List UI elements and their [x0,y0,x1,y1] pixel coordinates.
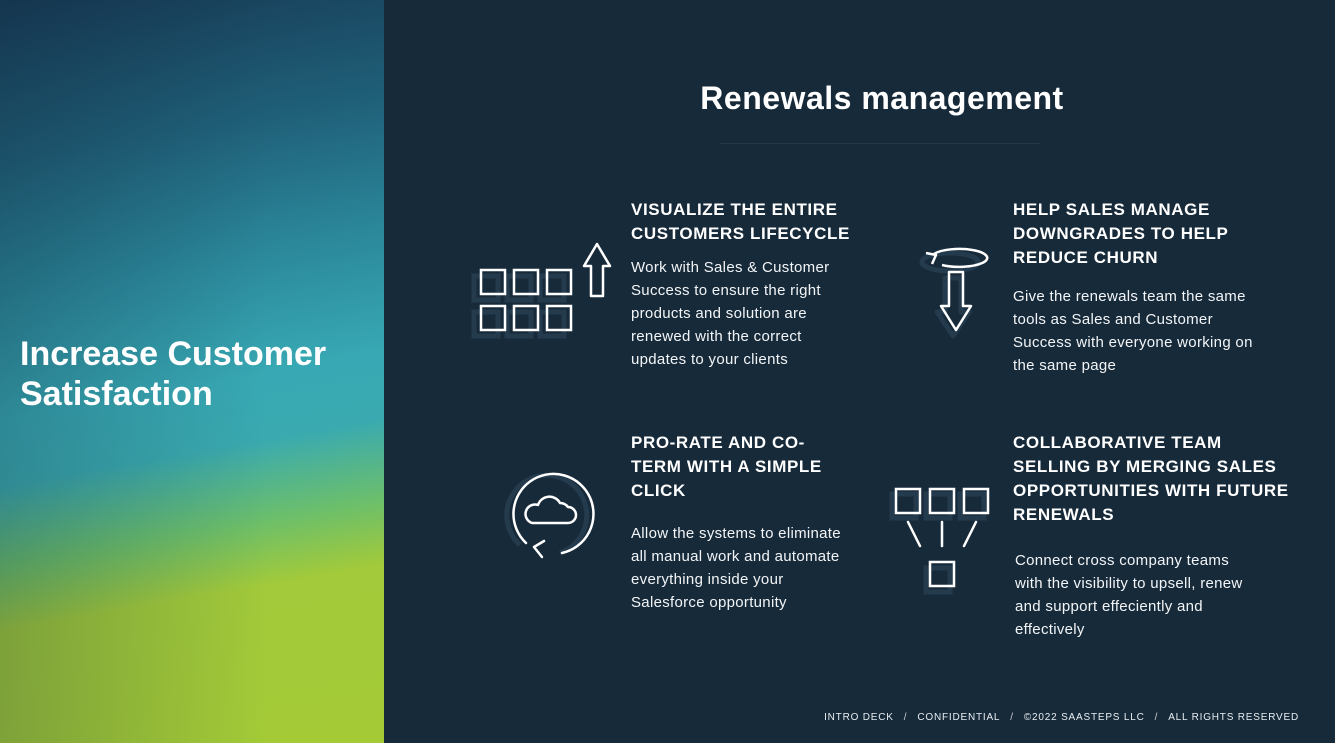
footer-item-intro-deck: INTRO DECK [824,712,894,723]
page-title: Renewals management [700,80,1064,116]
title-divider [720,143,1040,144]
footer: INTRO DECK / CONFIDENTIAL / ©2022 SAASTE… [824,712,1299,723]
feature-body-downgrades: Give the renewals team the same tools as… [1013,288,1253,374]
section-title: Increase Customer Satisfaction [20,335,327,413]
cycle-arrow-down-icon [919,247,989,339]
footer-item-rights: ALL RIGHTS RESERVED [1168,712,1299,723]
feature-heading-prorate: PRO-RATE AND CO-TERM WITH A SIMPLE CLICK [631,433,822,500]
footer-separator: / [903,712,908,723]
grid-arrow-up-icon [471,242,612,339]
feature-body-lifecycle: Work with Sales & Customer Success to en… [631,259,830,368]
footer-item-confidential: CONFIDENTIAL [917,712,1001,723]
feature-heading-collaborative: COLLABORATIVE TEAM SELLING BY MERGING SA… [1013,433,1289,524]
merge-boxes-icon [889,487,990,595]
feature-body-prorate: Allow the systems to eliminate all manua… [631,525,841,611]
feature-body-collaborative: Connect cross company teams with the vis… [1015,552,1243,638]
footer-item-copyright: ©2022 SAASTEPS LLC [1023,712,1145,723]
cloud-refresh-icon [504,472,595,559]
feature-heading-downgrades: HELP SALES MANAGE DOWNGRADES TO HELP RED… [1013,200,1229,267]
footer-separator: / [1154,712,1159,723]
footer-separator: / [1010,712,1014,723]
left-gradient-panel [0,0,384,743]
feature-heading-lifecycle: VISUALIZE THE ENTIRE CUSTOMERS LIFECYCLE [631,200,850,243]
